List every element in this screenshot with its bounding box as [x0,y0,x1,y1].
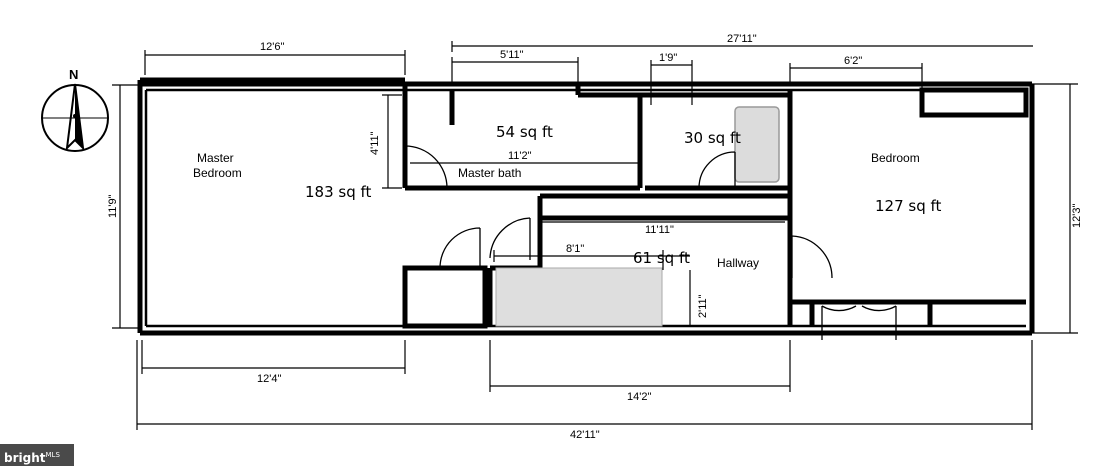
dim-bottom-overall: 42'11" [570,429,600,441]
brand-name: bright [4,451,46,465]
master-bedroom-area: 183 sq ft [305,183,372,201]
dim-top-bath: 5'11" [500,49,524,61]
bedroom-label: Bedroom [871,151,920,165]
hallway-label: Hallway [717,256,759,270]
north-label: N [69,67,78,82]
dim-bath-width: 11'2" [508,150,532,162]
brand-suffix: MLS [45,451,60,459]
interior-walls [402,84,1029,329]
bedroom-area: 127 sq ft [875,197,942,215]
bathtub [734,106,780,183]
master-bath-label: Master bath [458,166,521,180]
dim-hall-width: 11'11" [645,224,674,236]
master-bedroom-label-2: Bedroom [193,166,242,180]
dim-hall-inner: 8'1" [566,243,584,255]
dim-top-closet: 1'9" [659,52,677,64]
dim-hall-depth: 2'11" [697,294,709,318]
doors [404,145,897,340]
counter [495,267,663,327]
dim-top-overall: 27'11" [727,33,757,45]
exterior-walls [137,77,1035,336]
master-bath-area: 54 sq ft [496,123,553,141]
hallway-area: 61 sq ft [633,249,690,267]
dim-bottom-master: 12'4" [257,373,281,385]
dim-left-height: 11'9" [107,194,119,218]
master-bedroom-label-1: Master [197,151,234,165]
north-arrow-icon [41,83,109,152]
dim-top-bedroom: 6'2" [844,55,862,67]
dim-bath-height: 4'11" [369,131,381,155]
dim-bottom-hall: 14'2" [627,391,651,403]
brand-watermark: brightMLS [0,444,74,466]
dimension-lines [112,41,1078,430]
small-bath-area: 30 sq ft [684,129,741,147]
dim-top-master: 12'6" [260,41,284,53]
dim-right-height: 12'3" [1071,204,1083,228]
